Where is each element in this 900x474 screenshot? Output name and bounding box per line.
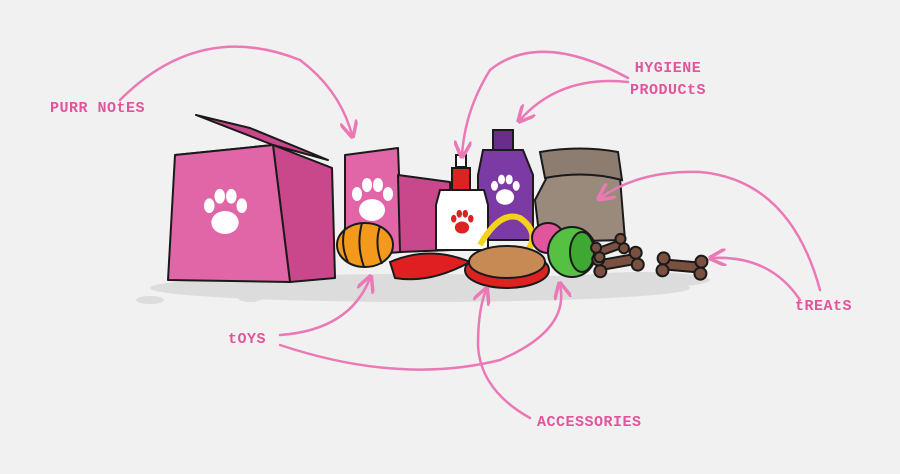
label-hygiene-line2: PRODUCtS	[630, 82, 707, 99]
treats-arrow-bone	[712, 258, 802, 302]
dog-bone-icon	[590, 232, 630, 264]
label-purr-notes: PURR NOtES	[50, 100, 146, 117]
label-hygiene-line1: HYGIENE	[634, 60, 702, 77]
accessories-arrow	[478, 290, 532, 420]
label-toys: tOYS	[228, 331, 267, 348]
label-hygiene-products: HYGIENE PRODUCtS	[630, 58, 706, 102]
dog-bones	[590, 232, 709, 281]
purr-notes-arrow	[118, 45, 352, 135]
purr-notes-boxes	[167, 114, 453, 283]
treats-arrow-bag	[600, 170, 822, 292]
large-gift-box	[167, 114, 336, 283]
toys-arrow-ball	[278, 278, 370, 337]
hygiene-arrow-spray	[462, 50, 630, 155]
grooming-brush	[464, 245, 550, 289]
orange-ball-toy	[336, 222, 394, 268]
dog-bone-icon	[655, 251, 709, 281]
label-accessories: ACCESSORIES	[537, 414, 642, 431]
callout-arrows	[118, 45, 822, 420]
label-treats: tREAtS	[795, 298, 853, 315]
green-ball-toy	[531, 222, 597, 278]
hygiene-arrow-shampoo	[520, 79, 630, 120]
